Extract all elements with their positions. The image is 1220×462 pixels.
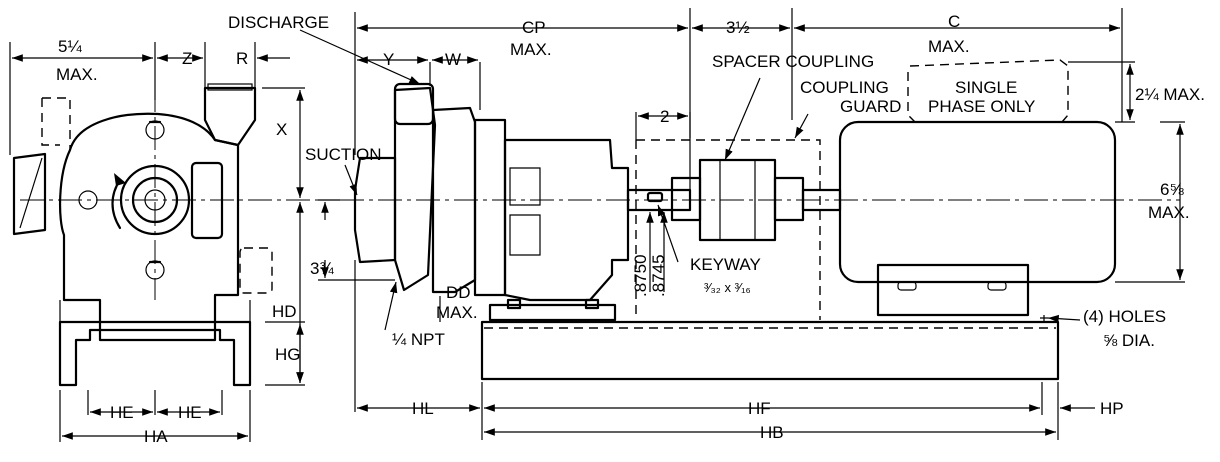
- label-x: X: [276, 120, 287, 139]
- label-d750: .8750: [631, 254, 650, 297]
- label-c-max: MAX.: [928, 37, 970, 56]
- label-dd: DD: [446, 283, 471, 302]
- label-cp: CP: [522, 18, 546, 37]
- label-holes: (4) HOLES: [1083, 307, 1166, 326]
- dimension-lines: [9, 8, 1185, 442]
- label-three-half: 3½: [726, 18, 750, 37]
- label-w: W: [445, 50, 461, 69]
- label-single: SINGLE: [955, 78, 1017, 97]
- label-coupling: COUPLING: [800, 78, 889, 97]
- label-two-quarter-max: 2¼ MAX.: [1135, 85, 1205, 104]
- label-holes-dia: ⅝ DIA.: [1103, 331, 1155, 350]
- side-view: [340, 59, 1180, 381]
- label-ha: HA: [144, 427, 168, 446]
- label-six-five-eighths: 6⅝: [1160, 180, 1184, 199]
- label-he-2: HE: [178, 403, 202, 422]
- label-spacer-coupling: SPACER COUPLING: [712, 52, 874, 71]
- label-d745: .8745: [649, 254, 668, 297]
- label-phase-only: PHASE ONLY: [928, 97, 1035, 116]
- label-five-quarter: 5¼: [58, 37, 82, 56]
- label-discharge: DISCHARGE: [228, 13, 329, 32]
- label-hg: HG: [275, 345, 301, 364]
- label-five-quarter-max: MAX.: [56, 65, 98, 84]
- label-cp-max: MAX.: [510, 40, 552, 59]
- label-keyway-size: ³⁄₃₂ x ³⁄₁₆: [704, 280, 751, 295]
- label-hp: HP: [1100, 399, 1124, 418]
- label-dd-max: MAX.: [436, 303, 478, 322]
- label-hl: HL: [412, 399, 434, 418]
- dimension-labels: DISCHARGE CP MAX. 3½ C MAX. 5¼ MAX. Z R …: [56, 12, 1205, 446]
- label-keyway: KEYWAY: [690, 255, 761, 274]
- label-z: Z: [182, 49, 192, 68]
- label-six-max: MAX.: [1148, 203, 1190, 222]
- label-quarter-npt: ¼ NPT: [392, 330, 445, 349]
- label-y: Y: [383, 50, 394, 69]
- label-suction: SUCTION: [305, 145, 382, 164]
- label-hb: HB: [760, 423, 784, 442]
- label-c: C: [948, 12, 960, 31]
- label-two: 2: [660, 107, 669, 126]
- label-guard: GUARD: [840, 97, 901, 116]
- label-hf: HF: [748, 399, 771, 418]
- label-hd: HD: [272, 302, 297, 321]
- label-he-1: HE: [110, 403, 134, 422]
- end-view: [12, 50, 330, 387]
- label-three-three-quarter: 3¾: [310, 259, 334, 278]
- label-r: R: [236, 49, 248, 68]
